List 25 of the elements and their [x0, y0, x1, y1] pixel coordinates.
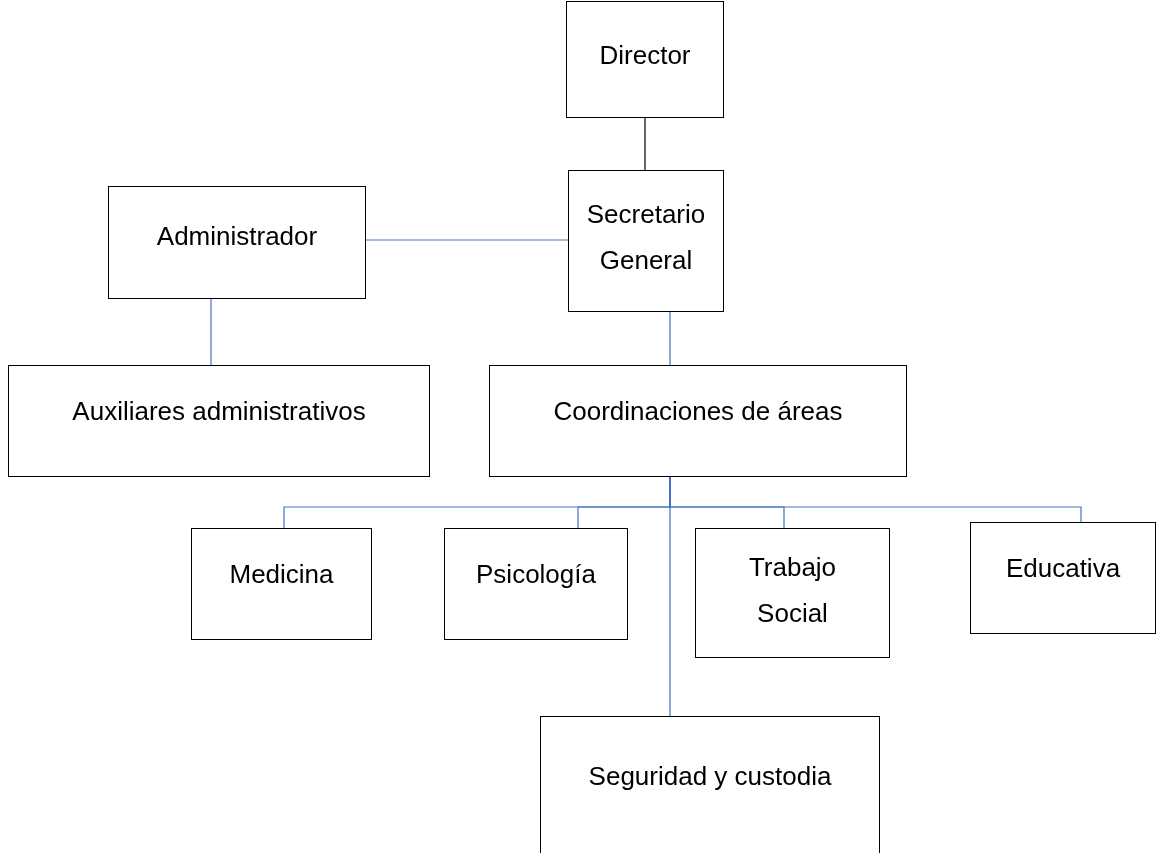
org-box — [444, 528, 628, 640]
role-label: Seguridad y custodia — [587, 760, 833, 793]
org-box — [540, 716, 880, 853]
connector-line — [644, 117, 646, 171]
org-box — [489, 365, 907, 477]
connector-line — [669, 311, 671, 366]
org-box — [8, 365, 430, 477]
role-label: Director — [598, 39, 692, 72]
role-label: Educativa — [1004, 552, 1122, 585]
org-box — [970, 522, 1156, 634]
role-label: Secretario General — [585, 198, 707, 277]
role-label: Psicología — [475, 558, 597, 591]
role-label: Administrador — [155, 220, 319, 253]
connector-line — [210, 298, 212, 366]
connector-line — [669, 476, 671, 717]
role-label: Trabajo Social — [747, 551, 838, 630]
role-label: Medicina — [228, 558, 335, 591]
org-box — [191, 528, 372, 640]
org-box — [566, 1, 724, 118]
role-label: Auxiliares administrativos — [71, 395, 367, 428]
org-box — [568, 170, 724, 312]
role-label: Coordinaciones de áreas — [552, 395, 844, 428]
org-box — [695, 528, 890, 658]
connector-line — [365, 239, 569, 241]
org-box — [108, 186, 366, 299]
